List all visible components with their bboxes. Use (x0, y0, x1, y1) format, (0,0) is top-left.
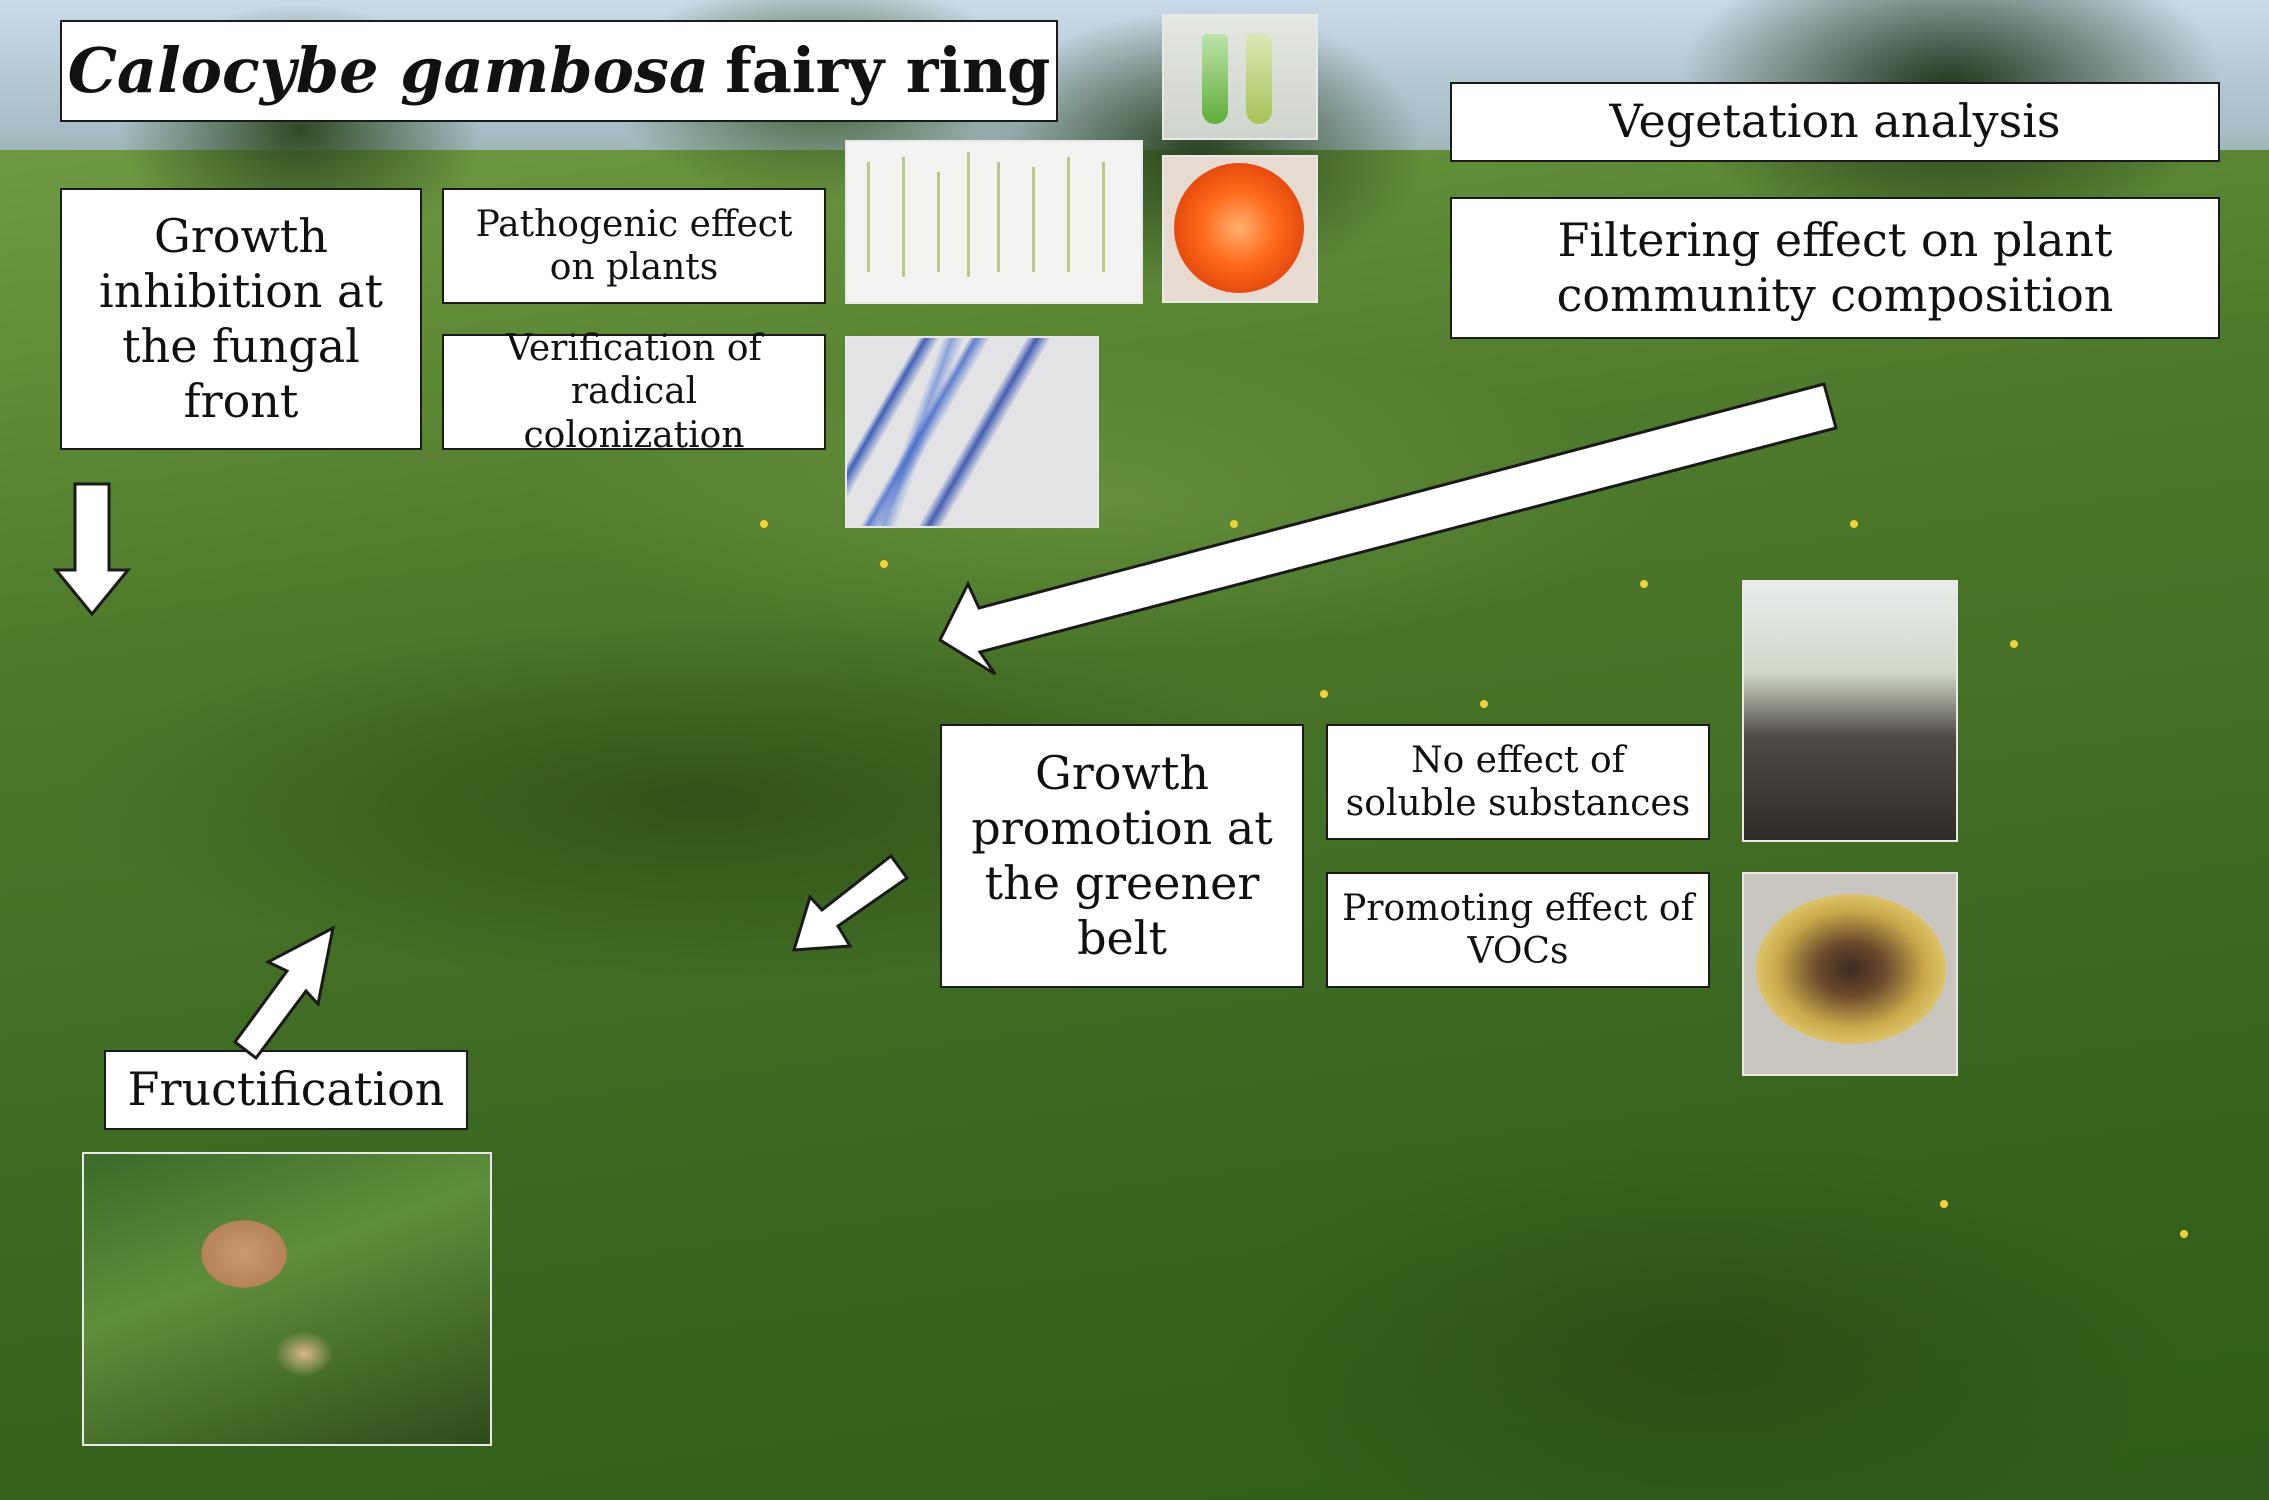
fructification-arrow (232, 925, 336, 1061)
growth-promotion-label: Growth promotion at the greener belt (971, 745, 1273, 966)
flower (2010, 640, 2018, 648)
seedling (967, 152, 970, 277)
stained-roots-photo (845, 336, 1099, 528)
tubes-photo (1162, 14, 1318, 140)
title-suffix: fairy ring (725, 33, 1051, 107)
seedling (1102, 162, 1105, 272)
soluble-substances-box: No effect of soluble substances (1326, 724, 1710, 840)
flower (1480, 700, 1488, 708)
red-petri-dish-photo (1162, 155, 1318, 303)
fructification-label: Fructification (127, 1062, 445, 1117)
filtering-effect-label: Filtering effect on plant community comp… (1556, 212, 2114, 322)
title-species: Calocybe gambosa (67, 33, 710, 107)
soluble-substances-label: No effect of soluble substances (1345, 739, 1691, 824)
seedling (902, 157, 905, 277)
long-diagonal-arrow (938, 382, 1838, 676)
vegetation-analysis-label: Vegetation analysis (1609, 94, 2061, 149)
pathogenic-effect-label: Pathogenic effect on plants (475, 203, 793, 288)
growth-inhibition-box: Growth inhibition at the fungal front (60, 188, 422, 450)
flower (880, 560, 888, 568)
mushroom-photo (82, 1152, 492, 1446)
growth-inhibition-label: Growth inhibition at the fungal front (99, 208, 383, 429)
flower (1940, 1200, 1948, 1208)
seedling (937, 172, 940, 272)
flower (1640, 580, 1648, 588)
seedling (1067, 157, 1070, 272)
vocs-box: Promoting effect of VOCs (1326, 872, 1710, 988)
growth-promotion-box: Growth promotion at the greener belt (940, 724, 1304, 988)
promotion-arrow (791, 853, 910, 952)
potted-grass-photo (1742, 580, 1958, 842)
flower (760, 520, 768, 528)
seedling (1032, 167, 1035, 272)
yellow-petri-dish-photo (1742, 872, 1958, 1076)
fructification-box: Fructification (104, 1050, 468, 1130)
filtering-effect-box: Filtering effect on plant community comp… (1450, 197, 2220, 339)
diagram-title: Calocybe gambosa fairy ring (60, 20, 1058, 122)
seedling (997, 162, 1000, 272)
vegetation-analysis-box: Vegetation analysis (1450, 82, 2220, 162)
pathogenic-effect-box: Pathogenic effect on plants (442, 188, 826, 304)
vocs-label: Promoting effect of VOCs (1342, 887, 1694, 972)
flower (1230, 520, 1238, 528)
flower (1850, 520, 1858, 528)
flower (2180, 1230, 2188, 1238)
radical-colonization-label: Verification of radical colonization (506, 328, 762, 456)
flower (1320, 690, 1328, 698)
seedling (867, 162, 870, 272)
radical-colonization-box: Verification of radical colonization (442, 328, 826, 456)
down-arrow (52, 482, 132, 617)
seedlings-photo (845, 140, 1143, 304)
